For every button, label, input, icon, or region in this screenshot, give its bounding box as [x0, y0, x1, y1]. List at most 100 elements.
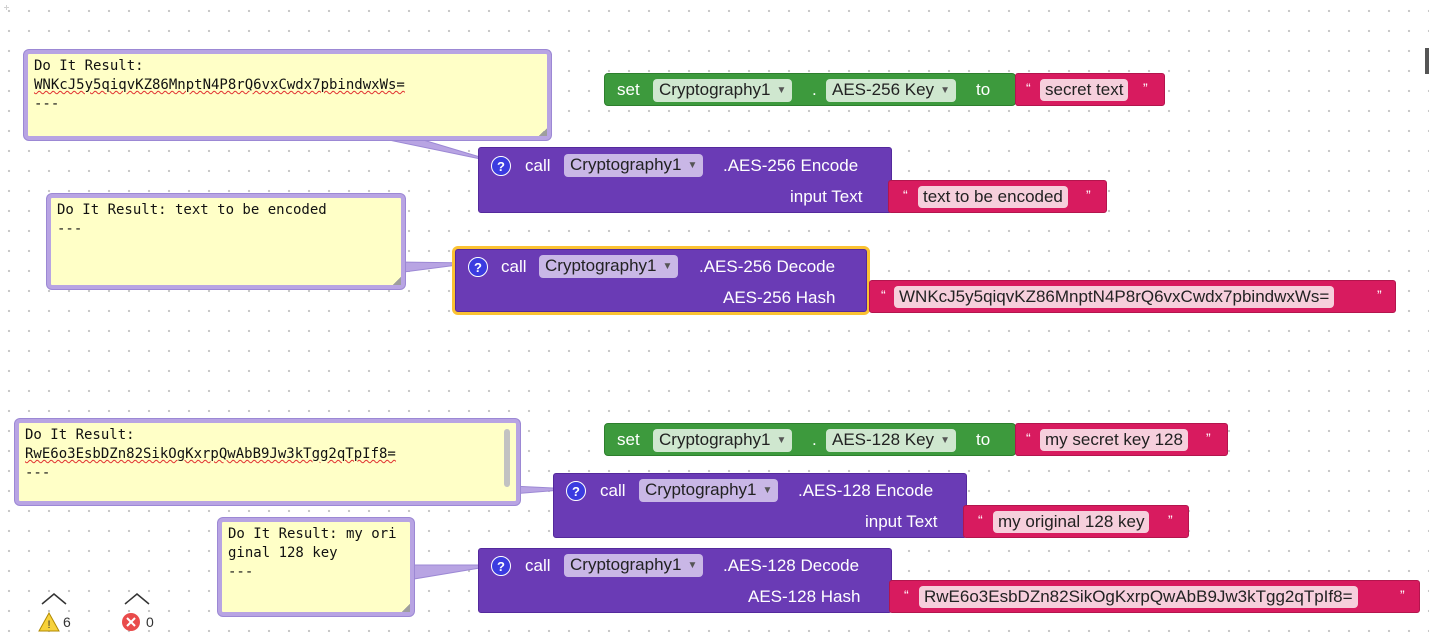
- comment-prefix: Do It Result: text to be encoded: [57, 202, 327, 218]
- chevron-down-icon: ▼: [776, 85, 787, 96]
- help-icon[interactable]: ?: [491, 556, 511, 576]
- chevron-down-icon: ▼: [776, 435, 787, 446]
- component-dropdown[interactable]: Cryptography1 ▼: [564, 154, 704, 177]
- text-value[interactable]: my original 128 key: [993, 511, 1150, 533]
- text-value[interactable]: RwE6o3EsbDZn82SikOgKxrpQwAbB9Jw3kTgg2qTp…: [919, 586, 1358, 608]
- component-name: Cryptography1: [570, 155, 682, 174]
- close-quote-icon: ”: [1206, 430, 1211, 446]
- call-label: call: [501, 257, 527, 276]
- component-dropdown[interactable]: Cryptography1 ▼: [653, 79, 793, 102]
- method-label: .AES-128 Encode: [798, 481, 934, 500]
- text-value[interactable]: my secret key 128: [1040, 429, 1188, 451]
- call-label: call: [525, 556, 551, 575]
- help-icon[interactable]: ?: [468, 257, 488, 277]
- text-string-block[interactable]: “ WNKcJ5y5qiqvKZ86MnptN4P8rQ6vxCwdx7pbin…: [869, 280, 1396, 313]
- text-value[interactable]: WNKcJ5y5qiqvKZ86MnptN4P8rQ6vxCwdx7pbindw…: [894, 286, 1335, 308]
- comment-suffix: ---: [57, 221, 83, 237]
- do-it-result-comment[interactable]: Do It Result: text to be encoded ---: [47, 194, 405, 289]
- param-label: AES-128 Hash: [748, 587, 861, 606]
- chevron-down-icon: ▼: [940, 85, 950, 96]
- comment-suffix: ---: [25, 465, 51, 481]
- component-name: Cryptography1: [645, 480, 757, 499]
- param-label: AES-256 Hash: [723, 288, 836, 307]
- warning-triangle-icon: !: [38, 612, 60, 632]
- component-name: Cryptography1: [659, 80, 771, 99]
- warnings-indicator[interactable]: ! 6: [38, 612, 71, 632]
- comment-prefix: Do It Result: my original 128 key: [228, 526, 397, 561]
- set-label: set: [617, 430, 640, 449]
- method-label: .AES-128 Decode: [723, 556, 860, 575]
- comment-prefix: Do It Result:: [34, 58, 144, 74]
- close-quote-icon: ”: [1400, 587, 1405, 603]
- close-quote-icon: ”: [1168, 512, 1173, 528]
- text-string-block[interactable]: “ secret text ”: [1015, 73, 1165, 106]
- component-name: Cryptography1: [570, 555, 682, 574]
- comment-value: WNKcJ5y5qiqvKZ86MnptN4P8rQ6vxCwdx7pbindw…: [34, 77, 405, 93]
- comment-prefix: Do It Result:: [25, 427, 135, 443]
- do-it-result-comment[interactable]: Do It Result: RwE6o3EsbDZn82SikOgKxrpQwA…: [15, 419, 520, 505]
- resize-handle[interactable]: [402, 604, 410, 612]
- call-label: call: [600, 481, 626, 500]
- set-aes256-key-block[interactable]: set Cryptography1 ▼ . AES-256 Key ▼ to: [604, 73, 1016, 106]
- open-quote-icon: “: [881, 287, 886, 303]
- chevron-up-icon: [41, 593, 67, 605]
- open-quote-icon: “: [978, 512, 983, 528]
- component-dropdown[interactable]: Cryptography1 ▼: [653, 429, 793, 452]
- text-string-block[interactable]: “ my original 128 key ”: [963, 505, 1189, 538]
- text-value[interactable]: text to be encoded: [918, 186, 1068, 208]
- set-label: set: [617, 80, 640, 99]
- warnings-count: 6: [63, 614, 71, 630]
- aes128-decode-block[interactable]: ? call Cryptography1▼ .AES-128 Decode AE…: [478, 548, 892, 613]
- svg-text:!: !: [47, 619, 50, 631]
- resize-handle[interactable]: [393, 277, 401, 285]
- open-quote-icon: “: [903, 187, 908, 203]
- property-dropdown[interactable]: AES-256 Key ▼: [826, 79, 956, 102]
- chevron-up-icon: [124, 593, 150, 605]
- close-quote-icon: ”: [1086, 187, 1091, 203]
- property-name: AES-256 Key: [832, 80, 935, 99]
- open-quote-icon: “: [904, 587, 909, 603]
- param-label: input Text: [865, 512, 938, 531]
- component-dropdown[interactable]: Cryptography1▼: [639, 479, 779, 502]
- param-label: input Text: [790, 187, 863, 206]
- text-value[interactable]: secret text: [1040, 79, 1129, 101]
- workspace-scrollbar[interactable]: [1425, 48, 1429, 74]
- aes256-decode-block[interactable]: ? call Cryptography1 ▼ .AES-256 Decode AE…: [455, 249, 867, 312]
- open-quote-icon: “: [1026, 80, 1031, 96]
- text-string-block[interactable]: “ RwE6o3EsbDZn82SikOgKxrpQwAbB9Jw3kTgg2q…: [889, 580, 1420, 613]
- dot-label: .: [812, 80, 817, 99]
- aes256-encode-block[interactable]: ? call Cryptography1 ▼ .AES-256 Encode in…: [478, 147, 892, 213]
- comment-value: RwE6o3EsbDZn82SikOgKxrpQwAbB9Jw3kTgg2qTp…: [25, 446, 396, 462]
- set-aes128-key-block[interactable]: set Cryptography1 ▼ . AES-128 Key▼ to: [604, 423, 1016, 456]
- open-quote-icon: “: [1026, 430, 1031, 446]
- to-label: to: [976, 80, 991, 99]
- text-string-block[interactable]: “ text to be encoded ”: [888, 180, 1107, 213]
- errors-indicator[interactable]: 0: [121, 612, 154, 632]
- aes128-encode-block[interactable]: ? call Cryptography1▼ .AES-128 Encode in…: [553, 473, 967, 538]
- errors-toggle[interactable]: [123, 592, 151, 611]
- error-x-icon: [122, 613, 140, 631]
- property-name: AES-128 Key: [832, 430, 935, 449]
- text-string-block[interactable]: “ my secret key 128 ”: [1015, 423, 1228, 456]
- call-label: call: [525, 156, 551, 175]
- dot-label: .: [812, 430, 817, 449]
- do-it-result-comment[interactable]: Do It Result: WNKcJ5y5qiqvKZ86MnptN4P8rQ…: [24, 50, 551, 140]
- comment-scrollbar[interactable]: [504, 429, 510, 487]
- resize-handle[interactable]: [539, 128, 547, 136]
- component-dropdown[interactable]: Cryptography1 ▼: [539, 255, 679, 278]
- warnings-toggle[interactable]: [40, 592, 68, 611]
- to-label: to: [976, 430, 991, 449]
- chevron-down-icon: ▼: [662, 261, 673, 272]
- comment-suffix: ---: [228, 564, 254, 580]
- help-icon[interactable]: ?: [566, 481, 586, 501]
- property-dropdown[interactable]: AES-128 Key▼: [826, 429, 956, 452]
- component-name: Cryptography1: [545, 256, 657, 275]
- comment-suffix: ---: [34, 96, 60, 112]
- method-label: .AES-256 Decode: [699, 257, 836, 276]
- chevron-down-icon: ▼: [687, 160, 698, 171]
- component-name: Cryptography1: [659, 430, 771, 449]
- help-icon[interactable]: ?: [491, 156, 511, 176]
- method-label: .AES-256 Encode: [723, 156, 859, 175]
- do-it-result-comment[interactable]: Do It Result: my original 128 key ---: [218, 518, 414, 616]
- component-dropdown[interactable]: Cryptography1▼: [564, 554, 704, 577]
